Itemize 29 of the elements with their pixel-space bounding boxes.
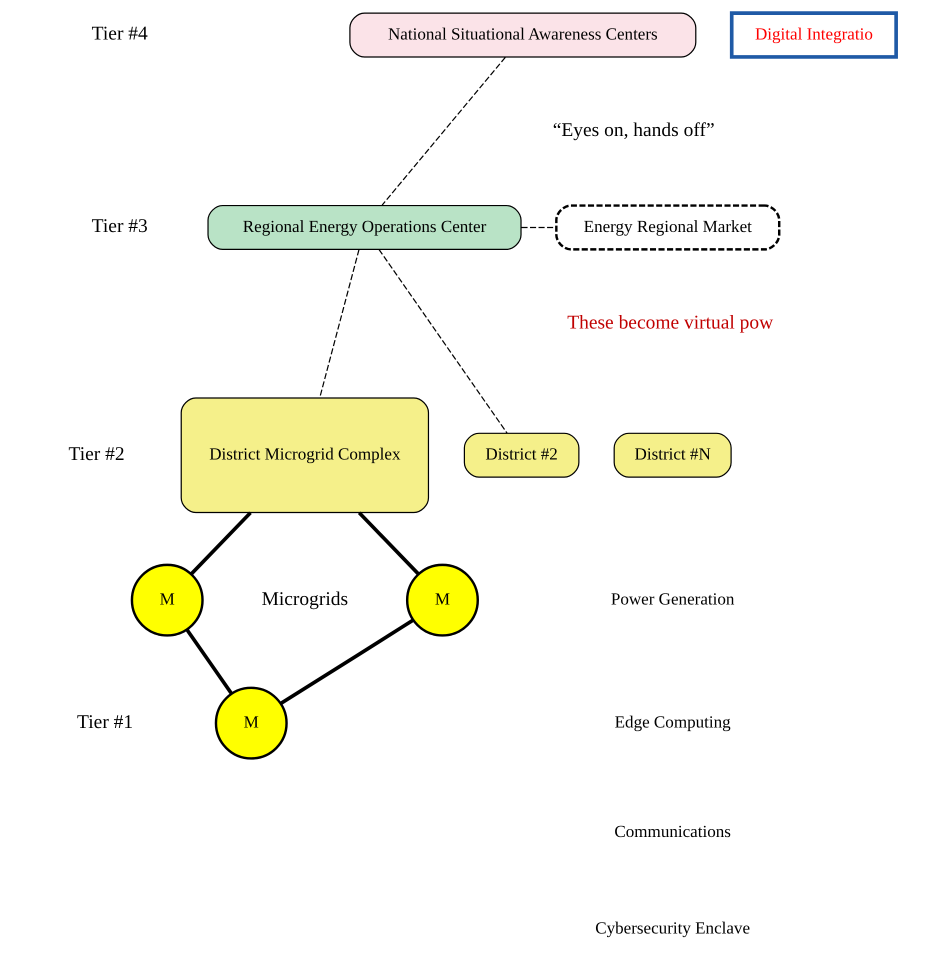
node-box: District Microgrid Complex — [180, 397, 430, 514]
label: Communications — [614, 822, 731, 842]
connector — [190, 511, 252, 576]
connector — [378, 249, 508, 434]
connector — [280, 618, 414, 705]
node-circle: M — [130, 564, 204, 637]
label: Tier #3 — [92, 216, 148, 238]
connector — [185, 628, 233, 694]
label: “Eyes on, hands off” — [552, 120, 715, 141]
label: Microgrids — [262, 588, 348, 610]
node-circle: M — [214, 686, 288, 760]
node-circle: M — [406, 564, 479, 637]
label: Cybersecurity Enclave — [595, 918, 750, 938]
node-box: District #2 — [464, 432, 580, 478]
connector — [319, 249, 360, 398]
label: Tier #1 — [77, 712, 134, 733]
label: These become virtual pow — [567, 312, 774, 334]
node-box: Regional Energy Operations Center — [207, 204, 522, 250]
label: Tier #4 — [92, 24, 148, 45]
label: Tier #2 — [68, 444, 125, 465]
label: Edge Computing — [614, 712, 731, 732]
node-box: District #N — [614, 432, 732, 478]
connector — [521, 226, 556, 228]
node-box: National Situational Awareness Centers — [349, 12, 696, 58]
connector — [358, 511, 420, 576]
connector — [382, 56, 506, 206]
node-box: Energy Regional Market — [555, 204, 780, 251]
node-box: Digital Integratio — [730, 11, 898, 59]
label: Power Generation — [610, 590, 734, 609]
